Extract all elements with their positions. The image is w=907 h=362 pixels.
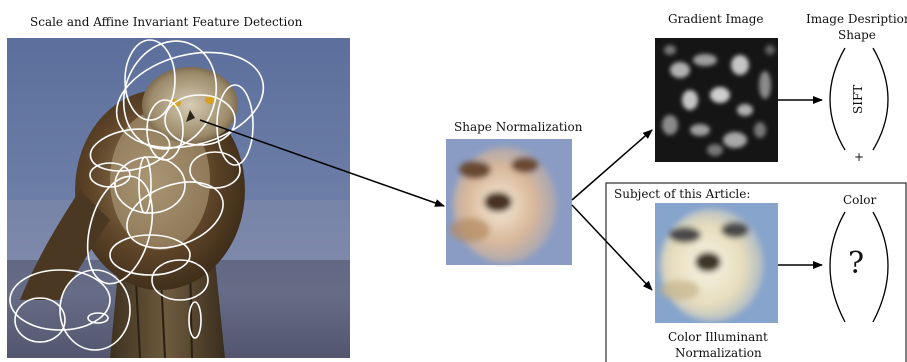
owl-photo <box>7 38 350 359</box>
sift-left-paren <box>829 47 846 151</box>
sift-right-paren <box>872 47 889 151</box>
gradient-map <box>655 38 778 162</box>
illuminant-label-line2: Normalization <box>675 346 762 360</box>
illuminant-label-line1: Color Illuminant <box>668 330 768 344</box>
subject-box <box>605 182 907 362</box>
color-label: Color <box>843 193 877 207</box>
sift-label: SIFT <box>851 84 865 114</box>
illuminant-patch <box>655 203 778 323</box>
shape-label: Shape <box>838 28 876 42</box>
gradient-image-label: Gradient Image <box>668 12 764 26</box>
subject-label: Subject of this Article: <box>614 187 751 201</box>
color-right-paren <box>872 211 889 323</box>
arrow-to-illuminant <box>571 204 653 291</box>
shape-normalization-label: Shape Normalization <box>454 120 583 134</box>
normalized-patch <box>446 139 572 265</box>
main-title: Scale and Affine Invariant Feature Detec… <box>30 15 303 29</box>
feature-ellipses <box>9 39 265 351</box>
plus-sign: + <box>854 150 865 164</box>
color-left-paren <box>829 211 846 323</box>
unknown-descriptor: ? <box>848 246 865 281</box>
image-description-label: Image Desription <box>806 12 907 26</box>
arrow-to-gradient <box>571 129 653 201</box>
arrow-to-normalization <box>199 119 445 207</box>
